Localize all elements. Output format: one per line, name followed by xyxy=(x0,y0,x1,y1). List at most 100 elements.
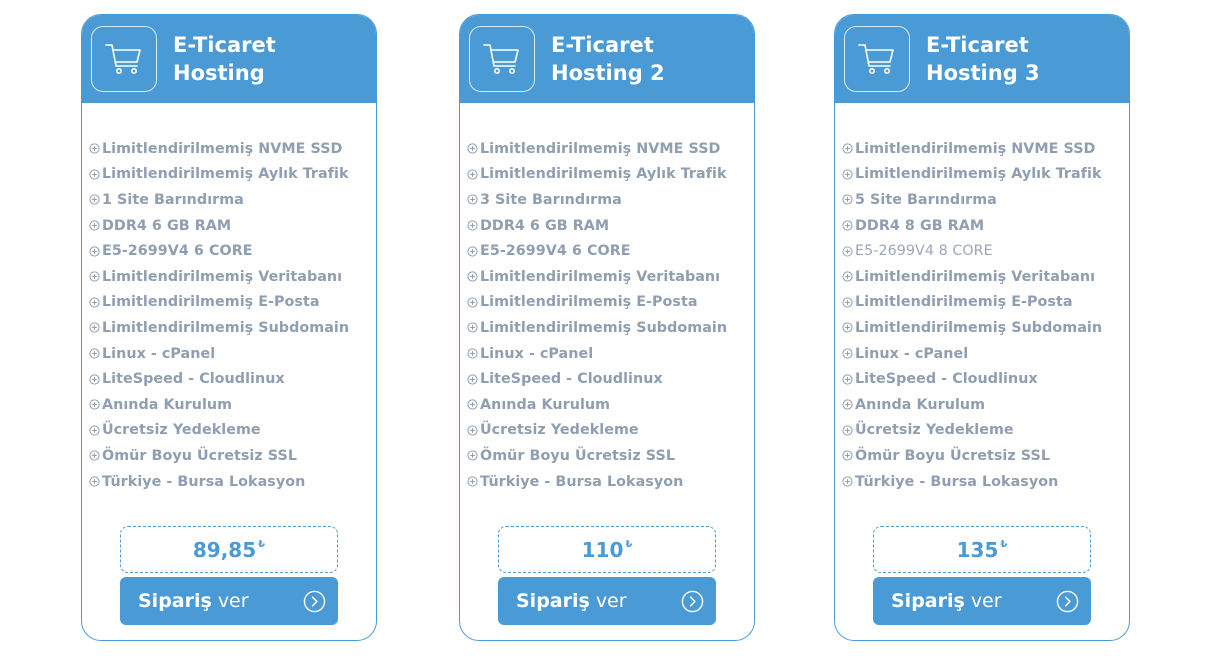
order-button[interactable]: Sipariş ver xyxy=(498,577,716,625)
feature-item: 3 Site Barındırma xyxy=(467,187,750,213)
plus-circle-icon xyxy=(467,450,478,462)
chevron-right-circle-icon xyxy=(1056,590,1079,613)
plus-circle-icon xyxy=(89,143,100,154)
plus-circle-icon xyxy=(89,220,100,231)
feature-item: DDR4 6 GB RAM xyxy=(467,213,750,239)
order-button-label-strong: Sipariş xyxy=(516,590,590,612)
feature-label: DDR4 6 GB RAM xyxy=(102,217,232,234)
order-button[interactable]: Sipariş ver xyxy=(120,577,338,625)
currency-symbol: ₺ xyxy=(258,538,266,550)
feature-label: Türkiye - Bursa Lokasyon xyxy=(855,473,1059,490)
price-box: 110₺ xyxy=(498,526,716,573)
feature-item: E5-2699V4 6 CORE xyxy=(89,238,372,264)
plus-circle-icon xyxy=(842,143,853,154)
shopping-cart-icon xyxy=(844,26,910,92)
feature-item: Limitlendirilmemiş NVME SSD xyxy=(842,136,1125,162)
card-header: E-Ticaret Hosting 3 xyxy=(835,15,1129,103)
feature-label: Ömür Boyu Ücretsiz SSL xyxy=(855,447,1050,464)
price-value: 135₺ xyxy=(957,538,1008,562)
plus-circle-icon xyxy=(842,399,853,410)
plus-circle-icon xyxy=(467,399,478,410)
feature-label: E5-2699V4 8 CORE xyxy=(855,243,993,260)
price-amount: 135 xyxy=(956,537,999,562)
feature-label: Limitlendirilmemiş Subdomain xyxy=(480,319,728,336)
feature-item: Limitlendirilmemiş Subdomain xyxy=(89,315,372,341)
feature-item: Ömür Boyu Ücretsiz SSL xyxy=(467,443,750,469)
feature-label: 5 Site Barındırma xyxy=(855,191,997,208)
feature-item: Limitlendirilmemiş NVME SSD xyxy=(467,136,750,162)
feature-item: Limitlendirilmemiş E-Posta xyxy=(89,290,372,316)
plus-circle-icon xyxy=(467,143,478,154)
feature-label: Türkiye - Bursa Lokasyon xyxy=(102,473,306,490)
plus-circle-icon xyxy=(842,194,853,206)
plan-title: E-Ticaret Hosting xyxy=(173,33,276,85)
plan-title: E-Ticaret Hosting 3 xyxy=(926,33,1040,85)
feature-item: Ücretsiz Yedekleme xyxy=(467,418,750,444)
feature-label: Limitlendirilmemiş Aylık Trafik xyxy=(480,166,727,183)
feature-label: Ücretsiz Yedekleme xyxy=(102,422,261,439)
feature-list: Limitlendirilmemiş NVME SSD Limitlendiri… xyxy=(467,136,750,494)
price-box: 89,85₺ xyxy=(120,526,338,573)
feature-item: Limitlendirilmemiş E-Posta xyxy=(842,290,1125,316)
feature-item: Linux - cPanel xyxy=(89,341,372,367)
plus-circle-icon xyxy=(467,322,478,334)
plus-circle-icon xyxy=(467,425,478,436)
plus-circle-icon xyxy=(89,348,100,359)
plan-title: E-Ticaret Hosting 2 xyxy=(551,33,665,85)
feature-label: E5-2699V4 6 CORE xyxy=(480,243,631,260)
plan-card-2: E-Ticaret Hosting 2 Limitlendirilmemiş N… xyxy=(459,14,755,641)
feature-label: Ücretsiz Yedekleme xyxy=(480,422,639,439)
feature-label: Limitlendirilmemiş Veritabanı xyxy=(102,268,343,285)
price-value: 110₺ xyxy=(582,538,633,562)
feature-item: Limitlendirilmemiş Veritabanı xyxy=(467,264,750,290)
plus-circle-icon xyxy=(89,246,100,257)
feature-item: Limitlendirilmemiş NVME SSD xyxy=(89,136,372,162)
order-button-label-strong: Sipariş xyxy=(891,590,965,612)
price-amount: 110 xyxy=(581,537,624,562)
plus-circle-icon xyxy=(89,425,100,436)
plan-card-1: E-Ticaret Hosting Limitlendirilmemiş NVM… xyxy=(81,14,377,641)
price-box: 135₺ xyxy=(873,526,1091,573)
shopping-cart-icon xyxy=(91,26,157,92)
shopping-cart-icon xyxy=(469,26,535,92)
order-button-label-light: ver xyxy=(217,590,249,612)
feature-list: Limitlendirilmemiş NVME SSD Limitlendiri… xyxy=(89,136,372,494)
plus-circle-icon xyxy=(467,194,478,206)
feature-label: Anında Kurulum xyxy=(102,396,233,413)
feature-item: E5-2699V4 6 CORE xyxy=(467,238,750,264)
plus-circle-icon xyxy=(842,297,853,308)
feature-item: Limitlendirilmemiş Aylık Trafik xyxy=(89,162,372,188)
plus-circle-icon xyxy=(842,246,853,257)
feature-label: E5-2699V4 6 CORE xyxy=(102,243,253,260)
feature-item: Türkiye - Bursa Lokasyon xyxy=(842,469,1125,495)
plus-circle-icon xyxy=(89,450,100,462)
card-header: E-Ticaret Hosting xyxy=(82,15,376,103)
feature-label: Limitlendirilmemiş Aylık Trafik xyxy=(855,166,1102,183)
feature-label: Limitlendirilmemiş E-Posta xyxy=(855,294,1073,311)
plus-circle-icon xyxy=(89,271,100,282)
feature-item: Anında Kurulum xyxy=(89,392,372,418)
feature-item: Türkiye - Bursa Lokasyon xyxy=(89,469,372,495)
plus-circle-icon xyxy=(467,246,478,257)
feature-item: 1 Site Barındırma xyxy=(89,187,372,213)
feature-list: Limitlendirilmemiş NVME SSD Limitlendiri… xyxy=(842,136,1125,494)
feature-label: LiteSpeed - Cloudlinux xyxy=(102,371,285,388)
feature-label: Limitlendirilmemiş Aylık Trafik xyxy=(102,166,349,183)
feature-item: Linux - cPanel xyxy=(467,341,750,367)
card-header: E-Ticaret Hosting 2 xyxy=(460,15,754,103)
plus-circle-icon xyxy=(842,425,853,436)
feature-item: 5 Site Barındırma xyxy=(842,187,1125,213)
feature-item: Ücretsiz Yedekleme xyxy=(89,418,372,444)
feature-label: LiteSpeed - Cloudlinux xyxy=(480,371,663,388)
plus-circle-icon xyxy=(842,476,853,487)
currency-symbol: ₺ xyxy=(1000,538,1008,550)
price-value: 89,85₺ xyxy=(193,538,265,562)
feature-item: Ömür Boyu Ücretsiz SSL xyxy=(842,443,1125,469)
plus-circle-icon xyxy=(842,271,853,282)
plus-circle-icon xyxy=(89,194,100,206)
feature-item: Limitlendirilmemiş Subdomain xyxy=(842,315,1125,341)
feature-item: Limitlendirilmemiş Subdomain xyxy=(467,315,750,341)
order-button[interactable]: Sipariş ver xyxy=(873,577,1091,625)
plus-circle-icon xyxy=(89,297,100,308)
